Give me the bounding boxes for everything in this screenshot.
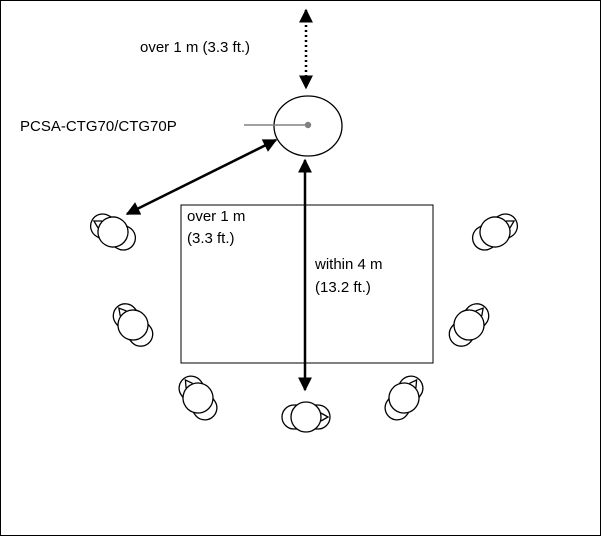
person-icon: [281, 401, 331, 433]
person-icon: [441, 296, 497, 354]
person-icon: [377, 369, 431, 427]
top-distance-label: over 1 m (3.3 ft.): [140, 39, 250, 56]
clearance-arrow: [125, 138, 278, 216]
max-distance-line1: within 4 m: [314, 256, 383, 273]
table: [180, 204, 434, 364]
microphone-icon: [273, 95, 343, 157]
person-icon: [84, 206, 142, 258]
device-label: PCSA-CTG70/CTG70P: [20, 118, 177, 135]
person-icon: [466, 206, 524, 258]
person-icon: [171, 369, 225, 427]
person-icon: [105, 296, 161, 354]
max-distance-line2: (13.2 ft.): [315, 279, 371, 296]
table-clearance-line1: over 1 m: [187, 208, 245, 225]
table-clearance-line2: (3.3 ft.): [187, 230, 235, 247]
